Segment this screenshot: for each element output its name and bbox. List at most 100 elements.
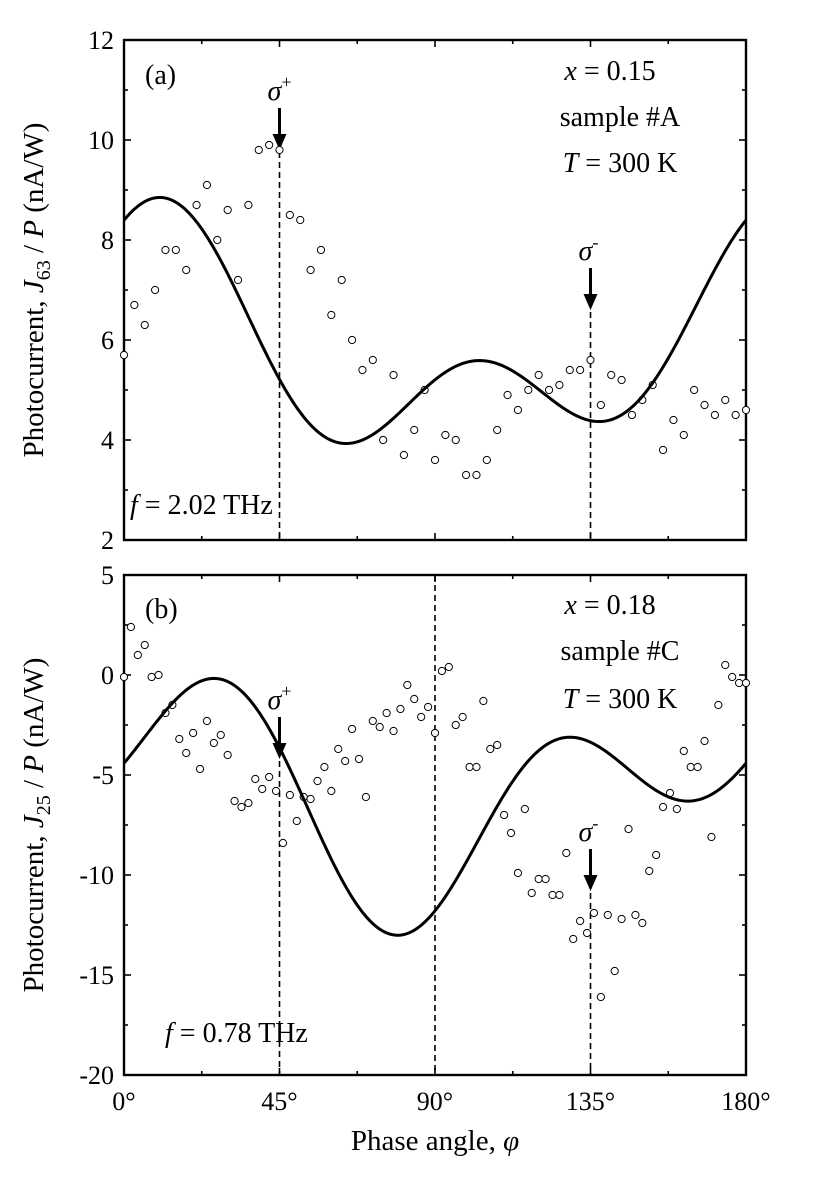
y-tick-label: 10 [88, 126, 114, 155]
x-tick-label: 180° [721, 1087, 770, 1116]
fit-curve [124, 195, 746, 446]
data-point [209, 738, 218, 748]
data-point [728, 672, 737, 682]
data-point [690, 385, 699, 395]
data-point [638, 918, 647, 928]
data-point [700, 400, 709, 410]
data-point [410, 425, 419, 435]
y-tick-label: -5 [92, 761, 114, 790]
data-point [375, 722, 384, 732]
data-point [679, 430, 688, 440]
data-point [285, 210, 294, 220]
data-point [396, 704, 405, 714]
data-point [265, 772, 274, 782]
data-point [596, 400, 605, 410]
data-point [441, 430, 450, 440]
data-point [410, 694, 419, 704]
data-point [334, 744, 343, 754]
data-point [524, 385, 533, 395]
data-point [741, 678, 751, 688]
data-point [306, 794, 315, 804]
data-point [147, 672, 156, 682]
data-point [472, 470, 481, 480]
marker-arrowhead [583, 875, 598, 891]
data-point [555, 890, 564, 900]
data-point [472, 762, 481, 772]
data-point [458, 712, 467, 722]
y-tick-label: 6 [101, 326, 114, 355]
x-axis: 0°45°90°135°180°Phase angle, φ [112, 1087, 770, 1157]
data-point [278, 838, 288, 848]
data-point [544, 385, 554, 395]
data-point [292, 816, 301, 826]
data-point [541, 874, 550, 884]
data-point [258, 784, 267, 794]
data-point [721, 395, 730, 405]
y-axis-label: Photocurrent, J63 / P (nA/W) [18, 123, 55, 458]
x-tick-label: 90° [417, 1087, 453, 1116]
frequency-label: f = 0.78 THz [165, 1018, 308, 1049]
data-point [486, 744, 495, 754]
data-point [361, 792, 370, 802]
data-point [389, 370, 398, 380]
data-point [562, 848, 571, 858]
data-point [645, 866, 654, 876]
data-point [368, 355, 377, 365]
data-point [527, 888, 536, 898]
data-point [679, 746, 688, 756]
data-point [672, 804, 681, 814]
data-point [327, 310, 336, 320]
data-point [275, 145, 284, 155]
data-point [171, 245, 180, 255]
data-point [233, 275, 243, 285]
y-tick-label: 5 [101, 561, 114, 590]
annotation-0: x = 0.15 [563, 56, 655, 87]
data-point [126, 622, 136, 632]
marker-arrowhead [272, 134, 287, 150]
annotation-1: sample #C [561, 636, 680, 667]
polarization-label: σ+ [268, 72, 292, 107]
data-point [548, 890, 557, 900]
data-point [520, 804, 529, 814]
data-point [154, 670, 163, 680]
data-point [731, 410, 740, 420]
data-point [624, 824, 633, 834]
data-point [265, 140, 274, 150]
data-point [569, 934, 578, 944]
annotation-2: T = 300 K [563, 148, 678, 179]
data-point [576, 916, 585, 926]
data-point [513, 868, 523, 878]
data-point [119, 672, 129, 682]
data-point [513, 405, 523, 415]
data-point [652, 850, 661, 860]
data-point [175, 734, 184, 744]
data-point [130, 300, 139, 310]
data-point [382, 708, 391, 718]
data-point [707, 832, 716, 842]
data-point [140, 640, 149, 650]
data-point [576, 365, 585, 375]
data-point [451, 720, 460, 730]
data-point [658, 445, 668, 455]
data-point [658, 802, 668, 812]
x-axis-label: Phase angle, φ [351, 1125, 519, 1157]
y-tick-label: -10 [79, 861, 114, 890]
data-point [320, 762, 329, 772]
data-point [423, 702, 433, 712]
y-tick-label: -20 [79, 1061, 114, 1090]
y-tick-label: 2 [101, 526, 114, 555]
fit-curve [124, 676, 746, 937]
data-point [379, 435, 388, 445]
data-point [617, 375, 626, 385]
data-point [119, 350, 129, 360]
data-point [254, 145, 263, 155]
data-point [555, 380, 564, 390]
data-point [192, 200, 201, 210]
data-point [223, 750, 232, 760]
polarization-label: σ- [579, 813, 599, 848]
annotation-2: T = 300 K [563, 684, 678, 715]
x-tick-label: 0° [112, 1087, 135, 1116]
data-point [399, 450, 408, 460]
